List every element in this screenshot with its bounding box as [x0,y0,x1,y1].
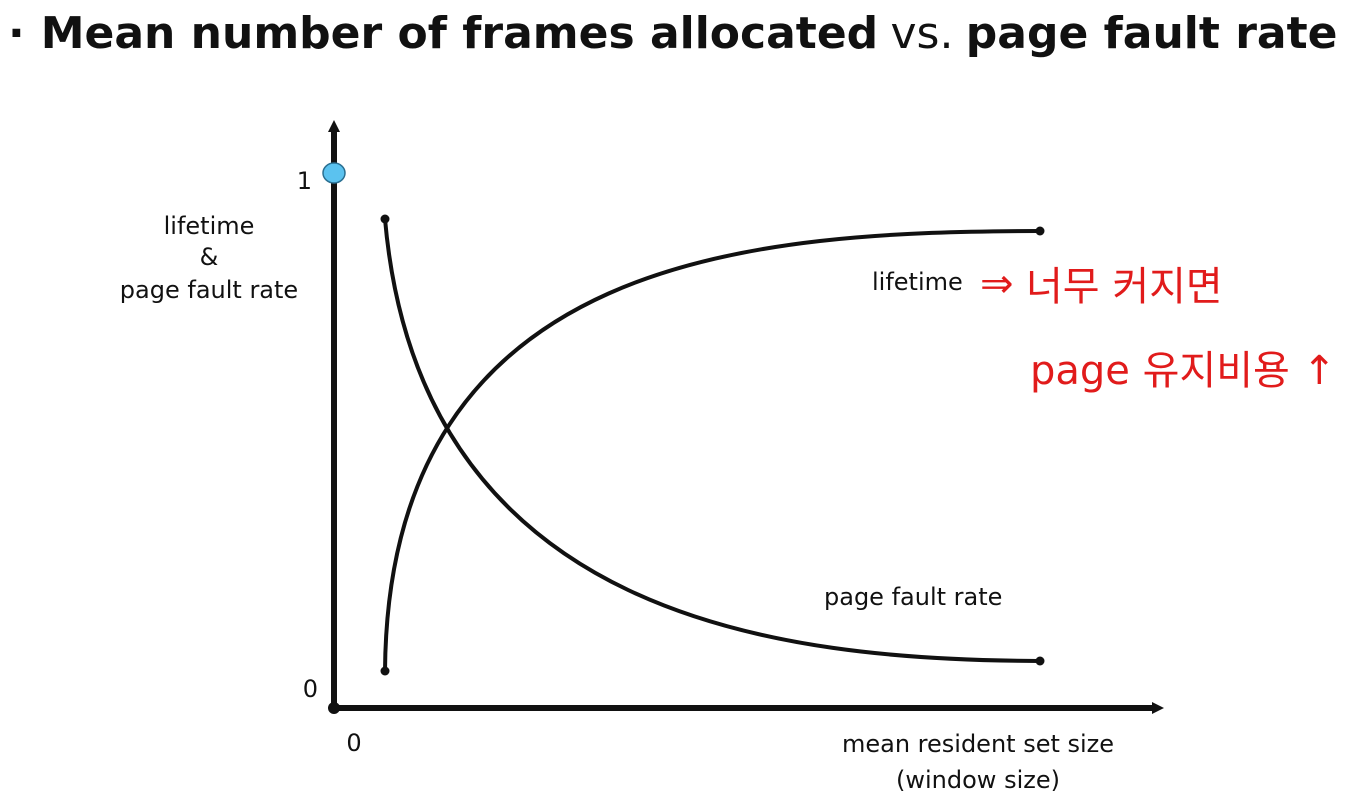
lifetime-curve [383,229,1041,672]
y-tick-one: 1 [297,167,312,195]
annotation-line1: 너무 커지면 [1026,264,1223,310]
x-axis-label-line2: (window size) [896,766,1060,794]
page-fault-curve-start [380,214,390,224]
y-max-marker [322,162,346,184]
title-part-frames: Mean number of frames allocated [40,8,879,59]
page-fault-curve-end [1035,656,1045,666]
lifetime-curve-label: lifetime [872,268,963,296]
title-part-fault-rate: page fault rate [965,8,1338,59]
x-axis-label-line1: mean resident set size [842,730,1114,758]
y-axis-label-line1: lifetime [164,212,255,240]
title-part-vs: vs. [890,8,954,59]
page-fault-rate-curve-label: page fault rate [824,583,1002,611]
origin-dot [328,702,340,714]
lifetime-curve-end [1035,226,1045,236]
lifetime-curve-start [380,666,390,676]
title-bullet: · [8,8,25,59]
annotation-arrow: ⇒ [980,261,1014,307]
y-axis-label-line2: & [200,243,219,271]
annotation-line2: page 유지비용 ↑ [1030,348,1336,394]
y-axis-label-line3: page fault rate [120,276,298,304]
page-fault-rate-curve [383,218,1041,663]
y-tick-zero: 0 [303,675,318,703]
x-tick-zero: 0 [346,729,361,757]
slide-title: · Mean number of frames allocated vs. pa… [8,4,1337,64]
